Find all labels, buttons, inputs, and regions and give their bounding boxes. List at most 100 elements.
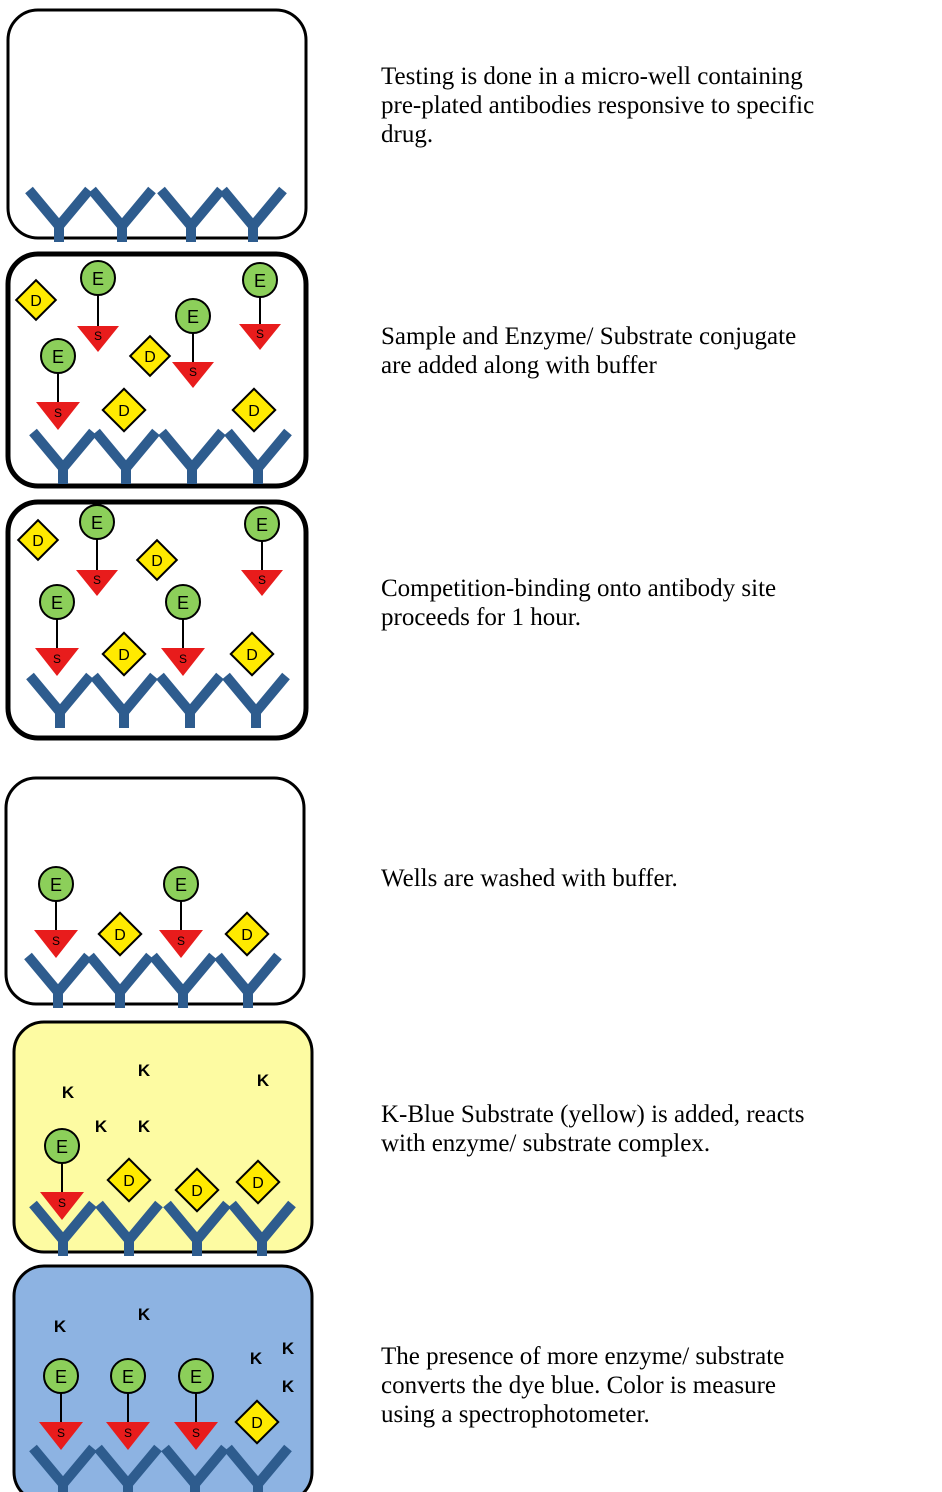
enzyme-label: E	[56, 1137, 68, 1157]
substrate-label: S	[258, 573, 266, 587]
drug-molecule: D	[234, 1399, 280, 1445]
step-caption: Testing is done in a micro-well containi…	[381, 62, 937, 149]
enzyme-label: E	[55, 1367, 67, 1387]
step-caption: Wells are washed with buffer.	[381, 864, 937, 893]
substrate-label: S	[94, 329, 102, 343]
substrate-label: S	[189, 365, 197, 379]
enzyme-label: E	[187, 307, 199, 327]
enzyme-substrate-conjugate: E S	[159, 866, 203, 958]
enzyme-substrate-conjugate: E S	[76, 504, 118, 596]
well-3-diagram: D D E S E S E S D	[5, 499, 309, 741]
caption-line: Competition-binding onto antibody site	[381, 575, 777, 602]
enzyme-substrate-conjugate: E S	[40, 1128, 84, 1220]
caption-line: converts the dye blue. Color is measure	[381, 1372, 777, 1399]
enzyme-label: E	[177, 593, 189, 613]
drug-molecule: D	[135, 538, 179, 582]
caption-line: Sample and Enzyme/ Substrate conjugate	[381, 323, 797, 350]
caption-line: Wells are washed with buffer.	[381, 865, 678, 892]
step-caption: K-Blue Substrate (yellow) is added, reac…	[381, 1100, 937, 1158]
step-caption: Competition-binding onto antibody site p…	[381, 574, 937, 632]
substrate-label: S	[54, 406, 62, 420]
drug-label: D	[246, 647, 258, 664]
drug-molecule: D	[231, 387, 277, 433]
caption-line: The presence of more enzyme/ substrate	[381, 1343, 785, 1370]
drug-label: D	[251, 1415, 263, 1432]
enzyme-substrate-conjugate: E S	[241, 506, 283, 596]
enzyme-substrate-conjugate: E S	[35, 584, 79, 676]
well-2-diagram: D D E S E S E S	[5, 251, 309, 500]
enzyme-label: E	[254, 271, 266, 291]
substrate-label: S	[256, 327, 264, 341]
step-4: E S D E S D Wells are washed with buffer…	[0, 774, 942, 1014]
drug-label: D	[32, 533, 44, 550]
k-blue-molecule: K	[138, 1061, 151, 1080]
caption-line: proceeds for 1 hour.	[381, 604, 581, 631]
drug-label: D	[118, 647, 130, 664]
micro-well	[6, 8, 308, 240]
substrate-label: S	[177, 934, 185, 948]
drug-molecule: D	[101, 631, 147, 677]
enzyme-substrate-conjugate: E S	[161, 584, 205, 676]
drug-molecule: D	[128, 334, 172, 378]
substrate-label: S	[57, 1426, 65, 1440]
enzyme-label: E	[190, 1367, 202, 1387]
caption-line: are added along with buffer	[381, 352, 657, 379]
drug-label: D	[123, 1173, 135, 1190]
substrate-label: S	[124, 1426, 132, 1440]
caption-line: Testing is done in a micro-well containi…	[381, 63, 803, 90]
step-3: D D E S E S E S D	[0, 498, 942, 748]
micro-well	[4, 776, 306, 1006]
well-1-diagram	[6, 8, 308, 250]
k-blue-molecule: K	[138, 1117, 151, 1136]
step-caption: Sample and Enzyme/ Substrate conjugate a…	[381, 322, 937, 380]
drug-molecule: D	[16, 518, 60, 562]
k-blue-molecule: K	[138, 1305, 151, 1324]
enzyme-label: E	[175, 875, 187, 895]
enzyme-substrate-conjugate: E S	[34, 866, 78, 958]
drug-label: D	[248, 403, 260, 420]
enzyme-label: E	[51, 593, 63, 613]
drug-label: D	[118, 403, 130, 420]
enzyme-label: E	[256, 515, 268, 535]
drug-molecule: D	[235, 1159, 281, 1205]
drug-molecule: D	[229, 631, 275, 677]
caption-line: drug.	[381, 121, 434, 148]
k-blue-molecule: K	[62, 1083, 75, 1102]
well-4-diagram: E S D E S D	[4, 776, 306, 1014]
enzyme-substrate-conjugate: E S	[36, 338, 80, 430]
drug-label: D	[241, 927, 253, 944]
drug-molecule: D	[224, 911, 270, 957]
drug-label: D	[114, 927, 126, 944]
k-blue-molecule: K	[95, 1117, 108, 1136]
substrate-label: S	[192, 1426, 200, 1440]
substrate-label: S	[179, 652, 187, 666]
caption-line: with enzyme/ substrate complex.	[381, 1130, 711, 1157]
substrate-label: S	[93, 573, 101, 587]
enzyme-substrate-conjugate: E S	[174, 1358, 218, 1450]
substrate-label: S	[53, 652, 61, 666]
micro-well	[12, 1264, 314, 1492]
drug-molecule: D	[14, 278, 58, 322]
enzyme-substrate-conjugate: E S	[39, 1358, 83, 1450]
drug-molecule: D	[101, 387, 147, 433]
drug-label: D	[30, 293, 42, 310]
caption-line: using a spectrophotometer.	[381, 1401, 650, 1428]
k-blue-molecule: K	[282, 1377, 295, 1396]
enzyme-label: E	[52, 347, 64, 367]
step-2: D D E S E S E S	[0, 250, 942, 500]
step-caption: The presence of more enzyme/ substrate c…	[381, 1342, 937, 1429]
caption-line: K-Blue Substrate (yellow) is added, reac…	[381, 1101, 805, 1128]
enzyme-substrate-conjugate: E S	[239, 262, 281, 350]
step-1: Testing is done in a micro-well containi…	[0, 0, 942, 250]
step-5: K K K K K E S D D D K-Blue Substrate (ye…	[0, 1018, 942, 1258]
micro-well	[12, 1020, 314, 1254]
substrate-label: S	[58, 1196, 66, 1210]
step-6: K K K K K E S E S E S D	[0, 1262, 942, 1492]
k-blue-molecule: K	[250, 1349, 263, 1368]
drug-label: D	[252, 1175, 264, 1192]
well-6-diagram: K K K K K E S E S E S D	[12, 1264, 314, 1492]
k-blue-molecule: K	[282, 1339, 295, 1358]
drug-label: D	[144, 349, 156, 366]
substrate-label: S	[52, 934, 60, 948]
drug-molecule: D	[174, 1167, 220, 1213]
